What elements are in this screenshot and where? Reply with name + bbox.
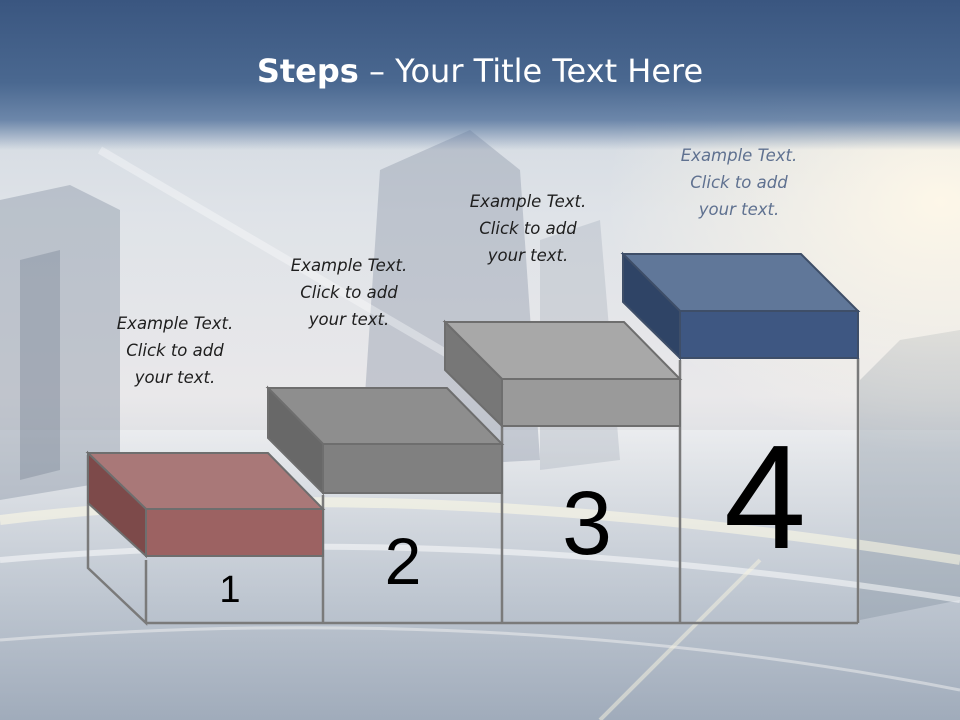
- step-2-line-2: Click to add: [300, 283, 398, 302]
- step-number-2: 2: [384, 524, 422, 598]
- step-number-4: 4: [723, 415, 807, 580]
- step-block-3[interactable]: [442, 319, 683, 429]
- step-frame-1: [86, 455, 148, 626]
- title-rest: – Your Title Text Here: [358, 52, 704, 90]
- step-2-line-3: your text.: [308, 310, 390, 329]
- step-2-line-1: Example Text.: [290, 256, 408, 275]
- step-block-4[interactable]: [620, 251, 861, 361]
- step-4-line-3: your text.: [698, 200, 780, 219]
- step-4-line-1: Example Text.: [680, 146, 798, 165]
- step-4-line-2: Click to add: [690, 173, 788, 192]
- step-block-2[interactable]: [265, 385, 505, 496]
- step-text-4[interactable]: Example Text. Click to add your text.: [654, 142, 824, 223]
- step-text-3[interactable]: Example Text. Click to add your text.: [443, 188, 613, 269]
- step-number-1: 1: [219, 569, 241, 611]
- step-1-line-1: Example Text.: [116, 314, 234, 333]
- step-1-line-3: your text.: [134, 368, 216, 387]
- title-bar: [0, 0, 960, 150]
- step-block-1[interactable]: [85, 450, 326, 559]
- step-3-line-3: your text.: [487, 246, 569, 265]
- step-text-2[interactable]: Example Text. Click to add your text.: [264, 252, 434, 333]
- step-3-line-1: Example Text.: [469, 192, 587, 211]
- slide-title[interactable]: Steps – Your Title Text Here: [0, 52, 960, 90]
- step-number-3: 3: [561, 474, 613, 574]
- title-bold: Steps: [256, 52, 359, 90]
- step-text-1[interactable]: Example Text. Click to add your text.: [90, 310, 260, 391]
- step-3-line-2: Click to add: [479, 219, 577, 238]
- step-1-line-2: Click to add: [126, 341, 224, 360]
